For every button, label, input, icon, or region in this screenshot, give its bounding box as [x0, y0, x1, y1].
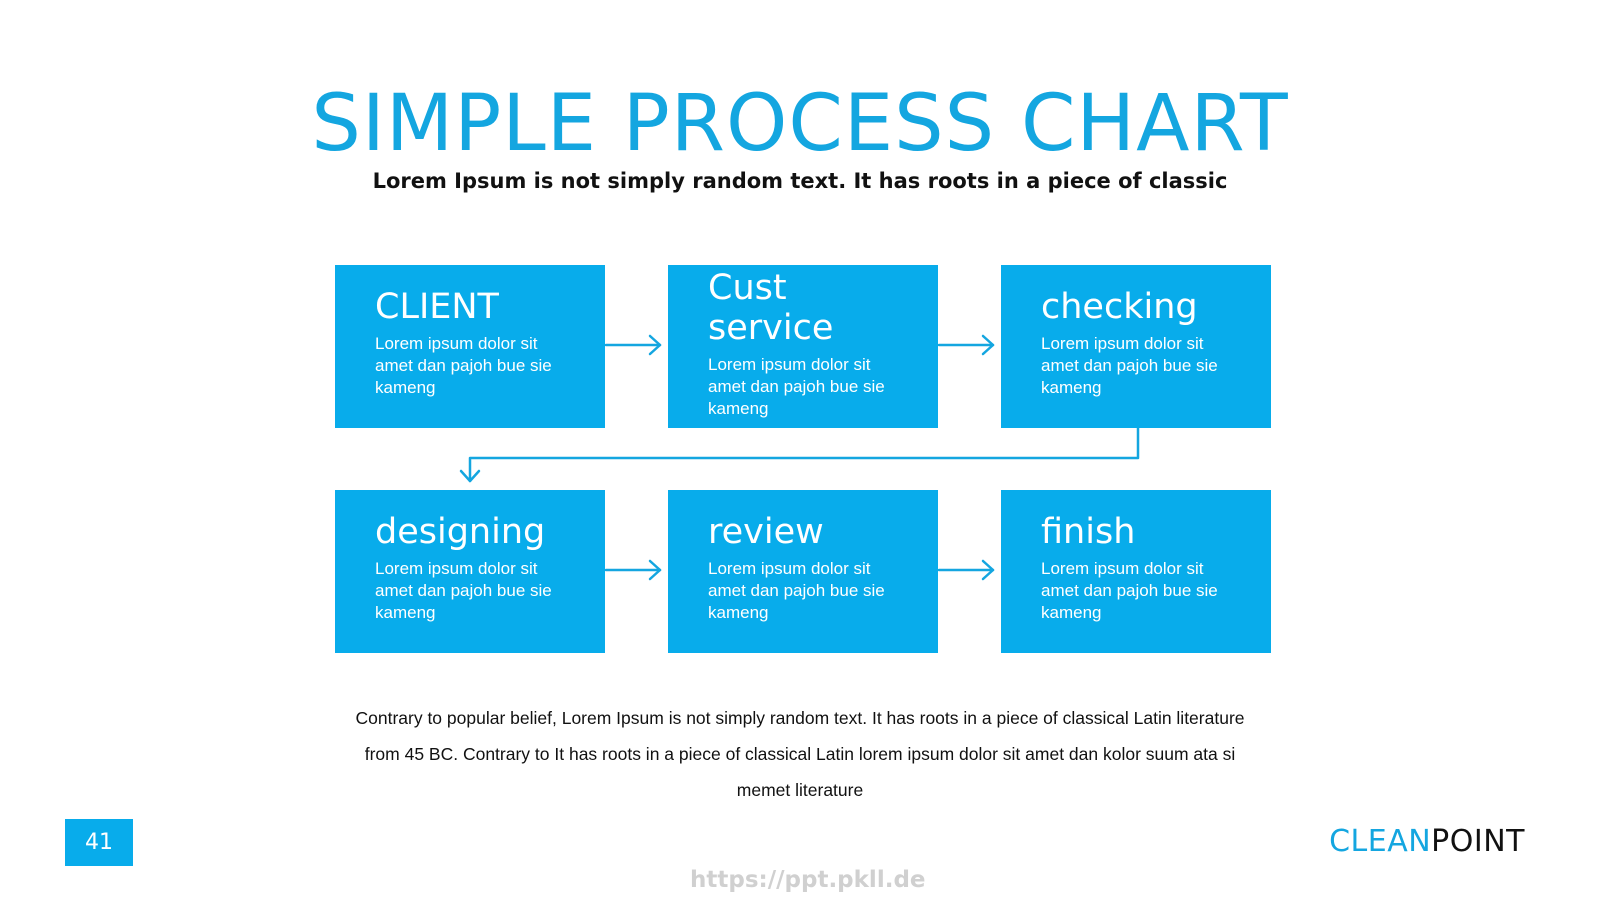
step-text: Lorem ipsum dolor sit amet dan pajoh bue…	[375, 334, 552, 397]
arrow-cust-service-to-checking	[937, 334, 995, 356]
step-box-finish: finish Lorem ipsum dolor sit amet dan pa…	[1001, 490, 1271, 653]
slide-subtitle: Lorem Ipsum is not simply random text. I…	[372, 169, 1228, 193]
brand-logo-part-b: POINT	[1431, 824, 1525, 859]
watermark-url: https://ppt.pkll.de	[690, 867, 926, 893]
step-box-review: review Lorem ipsum dolor sit amet dan pa…	[668, 490, 938, 653]
description-text: Contrary to popular belief, Lorem Ipsum …	[355, 708, 1245, 800]
step-text: Lorem ipsum dolor sit amet dan pajoh bue…	[708, 355, 885, 418]
arrow-designing-to-review	[604, 559, 662, 581]
step-box-designing: designing Lorem ipsum dolor sit amet dan…	[335, 490, 605, 653]
slide-title: SIMPLE PROCESS CHART	[311, 79, 1289, 169]
step-title: designing	[375, 512, 546, 552]
step-title: review	[708, 512, 824, 552]
step-title: Cust service	[708, 268, 834, 348]
step-text: Lorem ipsum dolor sit amet dan pajoh bue…	[708, 559, 885, 622]
step-box-cust-service: Cust service Lorem ipsum dolor sit amet …	[668, 265, 938, 428]
step-text: Lorem ipsum dolor sit amet dan pajoh bue…	[1041, 559, 1218, 622]
arrow-client-to-cust-service	[604, 334, 662, 356]
step-title: finish	[1041, 512, 1136, 552]
step-box-client: CLIENT Lorem ipsum dolor sit amet dan pa…	[335, 265, 605, 428]
step-text: Lorem ipsum dolor sit amet dan pajoh bue…	[375, 559, 552, 622]
step-title: CLIENT	[375, 287, 499, 327]
arrow-review-to-finish	[937, 559, 995, 581]
page-number-badge: 41	[65, 819, 133, 866]
arrow-checking-to-designing	[459, 426, 1140, 483]
step-box-checking: checking Lorem ipsum dolor sit amet dan …	[1001, 265, 1271, 428]
brand-logo-part-a: CLEAN	[1329, 824, 1432, 859]
brand-logo: CLEANPOINT	[1329, 824, 1525, 860]
step-title: checking	[1041, 287, 1198, 327]
step-text: Lorem ipsum dolor sit amet dan pajoh bue…	[1041, 334, 1218, 397]
